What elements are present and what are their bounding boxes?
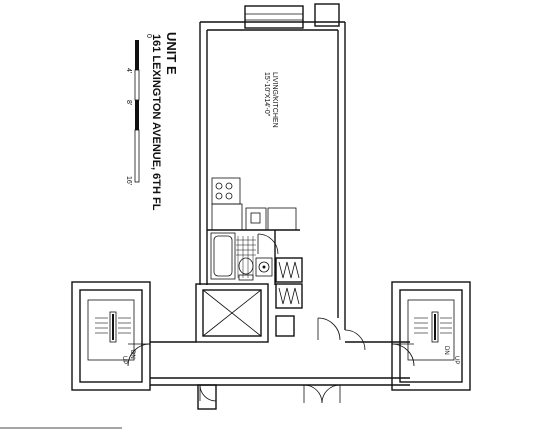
kitchen bbox=[207, 177, 300, 231]
stair-right: DN UP bbox=[391, 281, 471, 391]
stair-left: DN UP bbox=[71, 281, 151, 391]
unit-walls bbox=[199, 3, 346, 330]
entry-door bbox=[317, 317, 366, 351]
corridor bbox=[150, 341, 410, 410]
stair-right-dn: DN bbox=[443, 346, 449, 355]
scale-tick-4: 4' bbox=[125, 68, 132, 73]
stair-right-up: UP bbox=[453, 356, 459, 364]
scale-bar: 0 4' 8' 16' bbox=[125, 34, 152, 185]
title-block: UNIT E 161 LEXINGTON AVENUE, 6TH FL bbox=[150, 32, 179, 211]
scale-tick-16: 16' bbox=[125, 176, 132, 185]
stair-left-up: UP bbox=[121, 356, 127, 364]
room-name: LIVING/KITCHEN bbox=[271, 72, 278, 128]
closets bbox=[275, 257, 303, 309]
living-kitchen-label: LIVING/KITCHEN 15'-10"X14'-0" bbox=[263, 72, 278, 128]
scale-tick-8: 8' bbox=[125, 100, 132, 105]
bathroom bbox=[210, 230, 279, 285]
unit-title: UNIT E bbox=[164, 32, 179, 75]
stair-left-dn: DN bbox=[129, 350, 135, 359]
room-dims: 15'-10"X14'-0" bbox=[263, 72, 270, 117]
address-title: 161 LEXINGTON AVENUE, 6TH FL bbox=[150, 34, 162, 211]
elevator-shaft bbox=[195, 283, 295, 343]
scale-tick-0: 0 bbox=[145, 34, 152, 38]
